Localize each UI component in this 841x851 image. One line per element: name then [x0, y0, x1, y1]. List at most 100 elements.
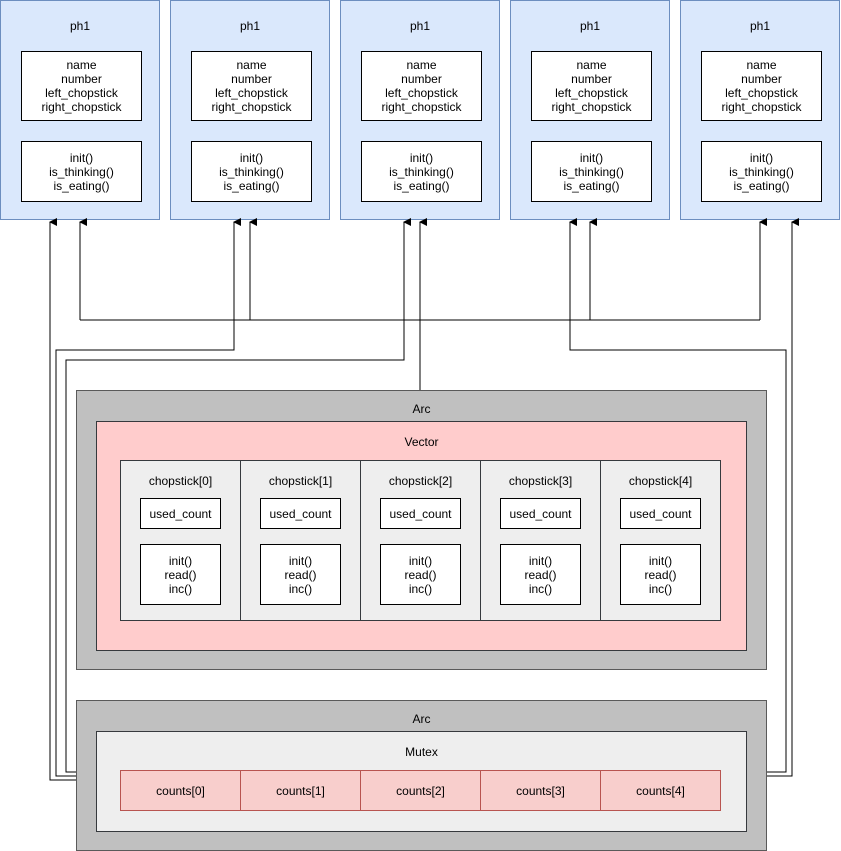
- field-used-count: used_count: [629, 506, 692, 521]
- method-read: read(): [164, 567, 197, 582]
- method-init: init(): [528, 553, 553, 568]
- chopstick-1: chopstick[1] used_count init() read() in…: [240, 460, 361, 621]
- philosopher-fields: name number left_chopstick right_chopsti…: [531, 51, 652, 121]
- field-left-chopstick: left_chopstick: [215, 86, 288, 100]
- counts-cell-4: counts[4]: [600, 770, 721, 811]
- method-init: init(): [239, 150, 264, 165]
- counts-label: counts[2]: [396, 783, 445, 798]
- field-name: name: [66, 58, 97, 72]
- chopstick-title: chopstick[2]: [388, 474, 453, 488]
- chopstick-3: chopstick[3] used_count init() read() in…: [480, 460, 601, 621]
- method-read: read(): [404, 567, 437, 582]
- method-is-thinking: is_thinking(): [729, 164, 794, 179]
- field-right-chopstick: right_chopstick: [381, 100, 462, 114]
- field-right-chopstick: right_chopstick: [211, 100, 292, 114]
- chopstick-methods: init() read() inc(): [620, 544, 701, 605]
- method-init: init(): [648, 553, 673, 568]
- vector-title: Vector: [404, 435, 439, 449]
- field-name: name: [576, 58, 607, 72]
- counts-cell-2: counts[2]: [360, 770, 481, 811]
- chopstick-field: used_count: [620, 498, 701, 529]
- chopstick-title: chopstick[4]: [628, 474, 693, 488]
- method-init: init(): [168, 553, 193, 568]
- arc-title: Arc: [412, 402, 431, 416]
- field-left-chopstick: left_chopstick: [725, 86, 798, 100]
- method-read: read(): [284, 567, 317, 582]
- chopstick-field: used_count: [380, 498, 461, 529]
- method-init: init(): [408, 553, 433, 568]
- chopstick-methods: init() read() inc(): [500, 544, 581, 605]
- method-is-thinking: is_thinking(): [219, 164, 284, 179]
- counts-label: counts[0]: [156, 783, 205, 798]
- chopstick-methods: init() read() inc(): [140, 544, 221, 605]
- philosopher-methods: init() is_thinking() is_eating(): [191, 141, 312, 202]
- field-left-chopstick: left_chopstick: [555, 86, 628, 100]
- philosopher-0: ph1 name number left_chopstick right_cho…: [0, 0, 160, 220]
- method-inc: inc(): [168, 581, 193, 596]
- philosopher-1: ph1 name number left_chopstick right_cho…: [170, 0, 330, 220]
- philosopher-title: ph1: [69, 19, 91, 33]
- arc-counts-container: Arc Mutex counts[0] counts[1] counts[2] …: [76, 700, 767, 851]
- field-number: number: [401, 72, 442, 86]
- method-is-thinking: is_thinking(): [559, 164, 624, 179]
- field-number: number: [231, 72, 272, 86]
- field-used-count: used_count: [149, 506, 212, 521]
- philosopher-methods: init() is_thinking() is_eating(): [531, 141, 652, 202]
- mutex-container: Mutex counts[0] counts[1] counts[2] coun…: [96, 731, 747, 832]
- method-is-eating: is_eating(): [563, 178, 620, 193]
- field-number: number: [571, 72, 612, 86]
- field-name: name: [746, 58, 777, 72]
- chopstick-methods: init() read() inc(): [260, 544, 341, 605]
- method-init: init(): [579, 150, 604, 165]
- connector-mutex-ph0: [49, 218, 76, 781]
- philosopher-methods: init() is_thinking() is_eating(): [701, 141, 822, 202]
- chopstick-title: chopstick[1]: [268, 474, 333, 488]
- philosopher-methods: init() is_thinking() is_eating(): [21, 141, 142, 202]
- connector-mutex-ph1: [55, 218, 241, 777]
- method-read: read(): [524, 567, 557, 582]
- philosopher-4: ph1 name number left_chopstick right_cho…: [680, 0, 840, 220]
- chopstick-title: chopstick[3]: [508, 474, 573, 488]
- field-right-chopstick: right_chopstick: [551, 100, 632, 114]
- philosopher-fields: name number left_chopstick right_chopsti…: [361, 51, 482, 121]
- method-read: read(): [644, 567, 677, 582]
- philosopher-title: ph1: [749, 19, 771, 33]
- method-init: init(): [749, 150, 774, 165]
- connector-mutex-ph4: [767, 218, 799, 777]
- method-is-thinking: is_thinking(): [49, 164, 114, 179]
- counts-cell-0: counts[0]: [120, 770, 241, 811]
- field-left-chopstick: left_chopstick: [45, 86, 118, 100]
- chopstick-4: chopstick[4] used_count init() read() in…: [600, 460, 721, 621]
- philosopher-fields: name number left_chopstick right_chopsti…: [191, 51, 312, 121]
- arc-title: Arc: [412, 712, 431, 726]
- philosopher-fields: name number left_chopstick right_chopsti…: [701, 51, 822, 121]
- philosopher-fields: name number left_chopstick right_chopsti…: [21, 51, 142, 121]
- method-is-eating: is_eating(): [223, 178, 280, 193]
- chopstick-title: chopstick[0]: [148, 474, 213, 488]
- field-right-chopstick: right_chopstick: [41, 100, 122, 114]
- vector-container: Vector chopstick[0] used_count init() re…: [96, 421, 747, 651]
- field-number: number: [741, 72, 782, 86]
- method-is-eating: is_eating(): [393, 178, 450, 193]
- method-inc: inc(): [528, 581, 553, 596]
- field-used-count: used_count: [509, 506, 572, 521]
- philosopher-title: ph1: [409, 19, 431, 33]
- method-inc: inc(): [408, 581, 433, 596]
- chopstick-methods: init() read() inc(): [380, 544, 461, 605]
- field-left-chopstick: left_chopstick: [385, 86, 458, 100]
- connector-mutex-ph2: [65, 218, 411, 773]
- field-used-count: used_count: [269, 506, 332, 521]
- method-init: init(): [288, 553, 313, 568]
- philosopher-3: ph1 name number left_chopstick right_cho…: [510, 0, 670, 220]
- counts-cell-3: counts[3]: [480, 770, 601, 811]
- counts-label: counts[4]: [636, 783, 685, 798]
- method-init: init(): [69, 150, 94, 165]
- philosopher-2: ph1 name number left_chopstick right_cho…: [340, 0, 500, 220]
- philosopher-methods: init() is_thinking() is_eating(): [361, 141, 482, 202]
- field-right-chopstick: right_chopstick: [721, 100, 802, 114]
- mutex-title: Mutex: [405, 745, 438, 759]
- field-name: name: [236, 58, 267, 72]
- counts-label: counts[3]: [516, 783, 565, 798]
- chopstick-field: used_count: [500, 498, 581, 529]
- chopstick-field: used_count: [140, 498, 221, 529]
